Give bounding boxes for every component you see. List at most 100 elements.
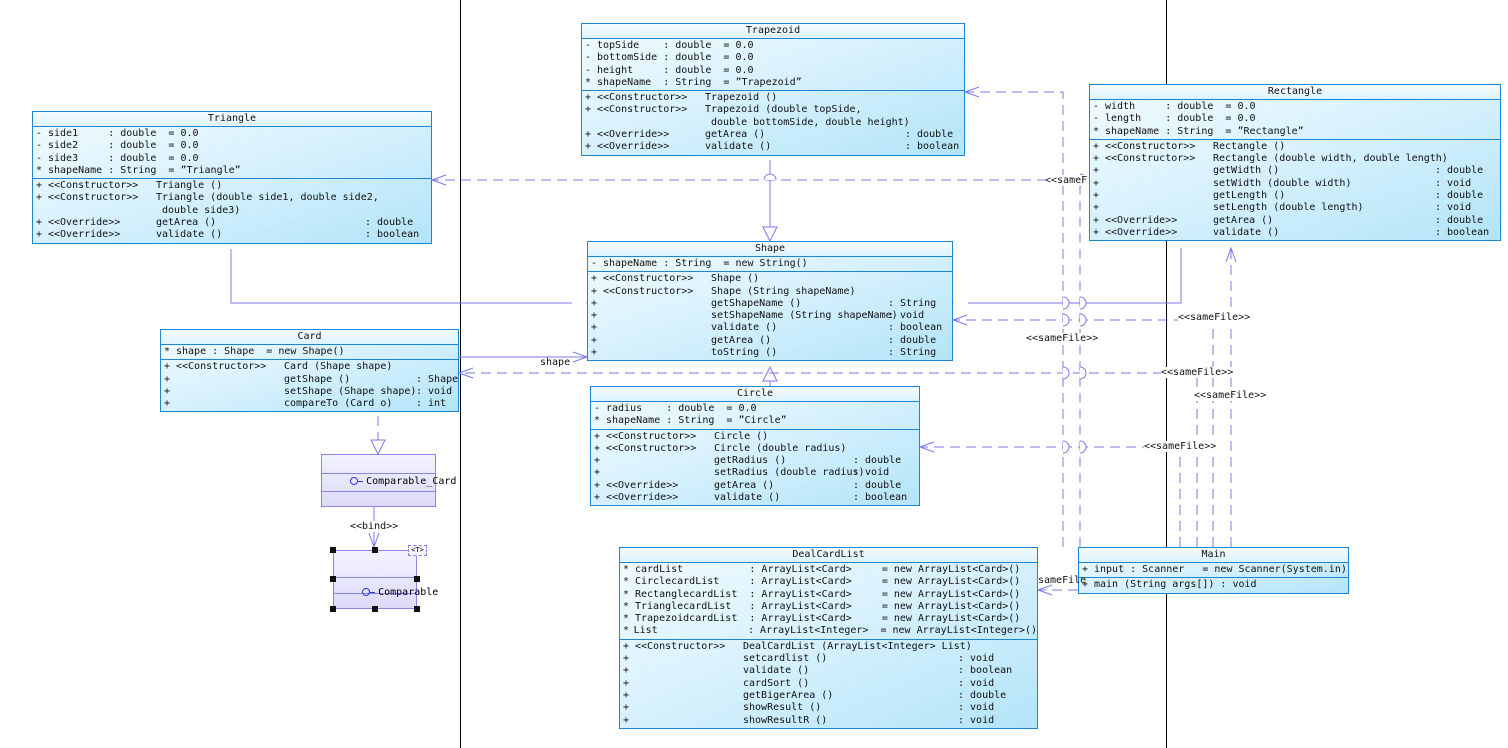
operation-signature: getRadius () — [714, 455, 787, 467]
operation-row[interactable]: +<<Override>>getArea (): double — [585, 129, 964, 141]
operation-row[interactable]: +showResult (): void — [623, 702, 1037, 714]
operation-row[interactable]: +<<Override>>validate (): boolean — [585, 141, 964, 153]
attribute-row[interactable]: -side3 : double = 0.0 — [36, 153, 431, 165]
operation-row[interactable]: +<<Constructor>>Triangle () — [36, 180, 431, 192]
visibility-marker: + — [1093, 214, 1100, 226]
operation-row[interactable]: +getLength (): double — [1093, 190, 1500, 202]
operation-row[interactable]: +getWidth (): double — [1093, 165, 1500, 177]
operation-signature: getArea () — [714, 479, 775, 491]
attribute-row[interactable]: +input : Scanner = new Scanner(System.in… — [1082, 564, 1348, 576]
operation-row[interactable]: +<<Override>>validate (): boolean — [36, 229, 431, 241]
dependency-arrowhead[interactable] — [457, 367, 474, 379]
operation-row[interactable]: +<<Constructor>>Circle () — [594, 431, 919, 443]
operation-row[interactable]: double side3) — [36, 205, 431, 217]
operation-row[interactable]: +<<Override>>getArea (): double — [1093, 215, 1500, 227]
operation-row[interactable]: +getBigerArea (): double — [623, 690, 1037, 702]
operation-row[interactable]: +<<Constructor>>Circle (double radius) — [594, 443, 919, 455]
operation-row[interactable]: +<<Override>>validate (): boolean — [594, 492, 919, 504]
operation-row[interactable]: +getShape (): Shape — [164, 374, 458, 386]
dependency-main-trapezoid[interactable] — [965, 91, 1064, 547]
dependency-arrowhead[interactable] — [1225, 246, 1237, 263]
interface-comparable-card[interactable]: Comparable_Card — [321, 454, 456, 507]
dependency-main-shape[interactable] — [953, 319, 1214, 547]
operation-row[interactable]: +setWidth (double width): void — [1093, 178, 1500, 190]
class-main[interactable]: Main+input : Scanner = new Scanner(Syste… — [1078, 547, 1349, 594]
generalization-triangle-shape[interactable] — [230, 249, 572, 304]
operation-row[interactable]: +<<Constructor>>Shape () — [591, 273, 952, 285]
dependency-main-card[interactable] — [459, 372, 1198, 547]
attribute-row[interactable]: -width : double = 0.0 — [1093, 101, 1500, 113]
class-trapezoid[interactable]: Trapezoid-topSide : double = 0.0-bottomS… — [581, 23, 965, 156]
attribute-row[interactable]: *shapeName : String = ”Triangle” — [36, 165, 431, 177]
attribute-row[interactable]: -length : double = 0.0 — [1093, 113, 1500, 125]
attribute-row[interactable]: *shapeName : String = ”Trapezoid” — [585, 77, 964, 89]
dependency-arrowhead[interactable] — [951, 314, 968, 326]
operation-row[interactable]: +setcardlist (): void — [623, 653, 1037, 665]
selection-handle[interactable] — [414, 606, 420, 612]
interface-comparable[interactable]: Comparable — [333, 550, 438, 609]
dependency-arrowhead[interactable] — [430, 174, 447, 186]
generalization-rectangle-shape[interactable] — [968, 248, 1182, 304]
operation-row[interactable]: +getShapeName (): String — [591, 298, 952, 310]
operation-row[interactable]: +<<Constructor>>Rectangle (double width,… — [1093, 153, 1500, 165]
attribute-row[interactable]: -height : double = 0.0 — [585, 65, 964, 77]
operation-row[interactable]: +validate (): boolean — [591, 322, 952, 334]
operation-row[interactable]: +<<Constructor>>Trapezoid (double topSid… — [585, 104, 964, 116]
selection-handle[interactable] — [330, 576, 336, 582]
attribute-row[interactable]: *TrianglecardList : ArrayList<Card> = ne… — [623, 601, 1037, 613]
operation-row[interactable]: +<<Constructor>>DealCardList (ArrayList<… — [623, 641, 1037, 653]
operation-row[interactable]: +setShape (Shape shape): void — [164, 386, 458, 398]
attribute-row[interactable]: -side1 : double = 0.0 — [36, 128, 431, 140]
attribute-row[interactable]: *shapeName : String = ”Circle” — [594, 415, 919, 427]
operation-row[interactable]: +<<Override>>getArea (): double — [36, 217, 431, 229]
operation-row[interactable]: +<<Constructor>>Shape (String shapeName) — [591, 286, 952, 298]
attribute-row[interactable]: -bottomSide : double = 0.0 — [585, 52, 964, 64]
operation-row[interactable]: +setRadius (double radius): void — [594, 467, 919, 479]
attribute-row[interactable]: *CirclecardList : ArrayList<Card> = new … — [623, 576, 1037, 588]
attribute-row[interactable]: *cardList : ArrayList<Card> = new ArrayL… — [623, 564, 1037, 576]
operation-row[interactable]: +getArea (): double — [591, 335, 952, 347]
selection-handle[interactable] — [372, 547, 378, 553]
operation-row[interactable]: +setShapeName (String shapeName): void — [591, 310, 952, 322]
operation-row[interactable]: +compareTo (Card o): int — [164, 398, 458, 410]
selection-handle[interactable] — [330, 606, 336, 612]
attribute-row[interactable]: *List : ArrayList<Integer> = new ArrayLi… — [623, 625, 1037, 637]
dependency-arrowhead[interactable] — [1036, 584, 1053, 596]
operation-row[interactable]: +<<Constructor>>Triangle (double side1, … — [36, 192, 431, 204]
operation-row[interactable]: +cardSort (): void — [623, 678, 1037, 690]
class-dealcardlist[interactable]: DealCardList*cardList : ArrayList<Card> … — [619, 547, 1038, 729]
attribute-row[interactable]: *shape : Shape = new Shape() — [164, 346, 458, 358]
operation-row[interactable]: +getRadius (): double — [594, 455, 919, 467]
attribute-row[interactable]: *shapeName : String = ”Rectangle” — [1093, 126, 1500, 138]
dependency-main-circle[interactable] — [920, 446, 1181, 547]
dependency-arrowhead[interactable] — [963, 86, 980, 98]
class-card[interactable]: Card*shape : Shape = new Shape()+<<Const… — [160, 329, 459, 413]
selection-handle[interactable] — [330, 547, 336, 553]
attribute-row[interactable]: -side2 : double = 0.0 — [36, 140, 431, 152]
operation-row[interactable]: +<<Constructor>>Rectangle () — [1093, 141, 1500, 153]
class-rectangle[interactable]: Rectangle-width : double = 0.0-length : … — [1089, 84, 1501, 242]
dependency-arrowhead[interactable] — [918, 441, 935, 453]
attribute-row[interactable]: -topSide : double = 0.0 — [585, 40, 964, 52]
attribute-row[interactable]: *TrapezoidcardList : ArrayList<Card> = n… — [623, 613, 1037, 625]
line-hop — [763, 173, 777, 181]
operation-row[interactable]: +<<Constructor>>Trapezoid () — [585, 92, 964, 104]
operation-row[interactable]: +main (String args[]) : void — [1082, 579, 1348, 591]
operation-row[interactable]: +toString (): String — [591, 347, 952, 359]
selection-handle[interactable] — [372, 606, 378, 612]
operation-row[interactable]: +setLength (double length): void — [1093, 202, 1500, 214]
operation-row[interactable]: +<<Override>>validate (): boolean — [1093, 227, 1500, 239]
operation-row[interactable]: +validate (): boolean — [623, 665, 1037, 677]
attribute-row[interactable]: -radius : double = 0.0 — [594, 403, 919, 415]
class-shape[interactable]: Shape-shapeName : String = new String()+… — [587, 241, 953, 362]
operation-row[interactable]: +showResultR (): void — [623, 715, 1037, 727]
operation-row[interactable]: double bottomSide, double height) — [585, 117, 964, 129]
attribute-text: bottomSide : double = 0.0 — [597, 52, 754, 64]
selection-handle[interactable] — [414, 576, 420, 582]
attribute-row[interactable]: *RectanglecardList : ArrayList<Card> = n… — [623, 589, 1037, 601]
class-circle[interactable]: Circle-radius : double = 0.0*shapeName :… — [590, 386, 920, 507]
class-triangle[interactable]: Triangle-side1 : double = 0.0-side2 : do… — [32, 111, 432, 244]
operation-row[interactable]: +<<Constructor>>Card (Shape shape) — [164, 361, 458, 373]
operation-row[interactable]: +<<Override>>getArea (): double — [594, 480, 919, 492]
attribute-row[interactable]: -shapeName : String = new String() — [591, 258, 952, 270]
